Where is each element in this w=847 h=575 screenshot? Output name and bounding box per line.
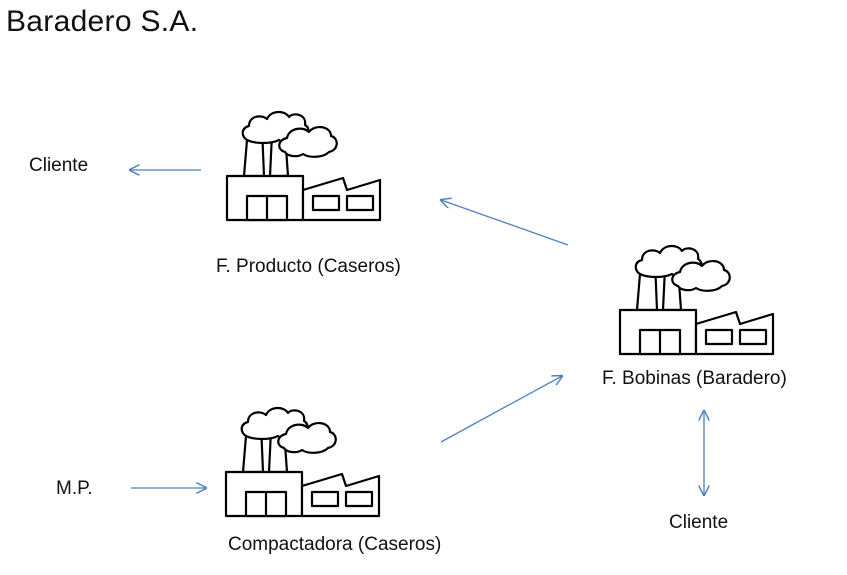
node-cliente-bottom: Cliente <box>669 512 729 533</box>
node-f-producto: F. Producto (Caseros) <box>216 256 401 277</box>
node-f-bobinas: F. Bobinas (Baradero) <box>602 368 787 389</box>
arrow-bobinas-to-producto <box>441 200 569 246</box>
node-cliente-left: Cliente <box>29 155 89 176</box>
diagram-title: Baradero S.A. <box>6 5 199 38</box>
factory-icon <box>224 406 381 518</box>
factory-icon <box>618 244 775 356</box>
arrow-compactadora-to-bobinas <box>440 376 562 443</box>
node-mp: M.P. <box>56 478 93 499</box>
factory-icon <box>225 110 382 222</box>
node-compactadora: Compactadora (Caseros) <box>228 534 442 555</box>
